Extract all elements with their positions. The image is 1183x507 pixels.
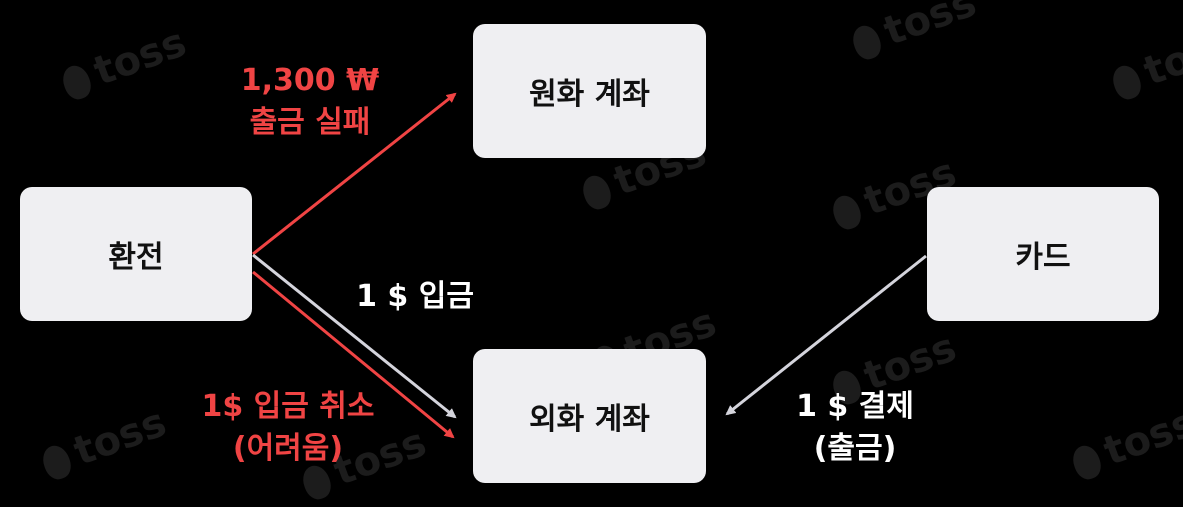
payment-note-text: (출금) xyxy=(813,431,897,466)
deposit-cancel-text: 1$ 입금 취소 xyxy=(201,389,375,424)
exchange-node: 환전 xyxy=(20,187,252,321)
withdraw-status-text: 출금 실패 xyxy=(249,105,371,140)
card-node: 카드 xyxy=(927,187,1159,321)
fx-account-node: 외화 계좌 xyxy=(473,349,706,483)
deposit-cancel-label: 1$ 입금 취소 (어려움) xyxy=(178,386,398,470)
payment-label: 1 $ 결제 (출금) xyxy=(770,386,940,470)
krw-account-node: 원화 계좌 xyxy=(473,24,706,158)
arrow-exchange-to-fx-account xyxy=(252,253,457,419)
withdraw-amount-text: 1,300 ₩ xyxy=(240,63,380,98)
arrow-exchange-to-krw-account xyxy=(252,92,457,256)
arrow-card-to-fx-account xyxy=(725,254,927,416)
deposit-label: 1 $ 입금 xyxy=(356,279,474,314)
withdraw-fail-label: 1,300 ₩ 출금 실패 xyxy=(220,60,400,144)
payment-amount-text: 1 $ 결제 xyxy=(796,389,914,424)
arrow-exchange-to-fx-account-cancel xyxy=(252,270,455,439)
deposit-cancel-note: (어려움) xyxy=(232,431,344,466)
